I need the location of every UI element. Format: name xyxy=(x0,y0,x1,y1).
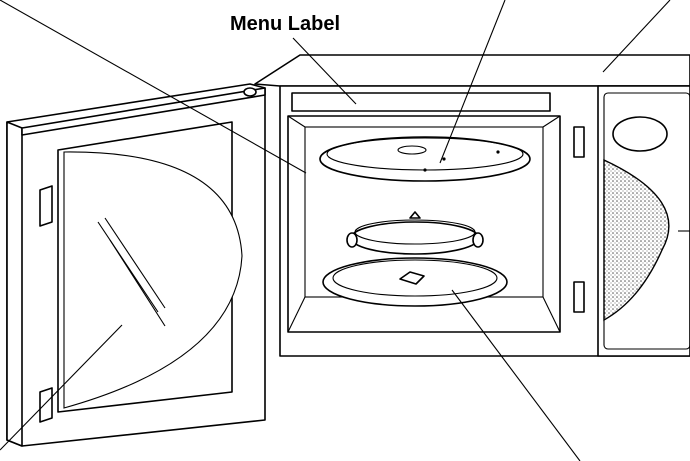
door-window-curve xyxy=(63,151,243,409)
menu-label-strip xyxy=(291,92,551,112)
control-pad-area xyxy=(603,158,670,322)
control-panel xyxy=(597,85,690,357)
door-hinge xyxy=(243,87,257,97)
door-latch-upper xyxy=(39,185,53,227)
menu-label-text: Menu Label xyxy=(230,13,340,35)
glass-tray-upper xyxy=(319,136,531,182)
glass-tray-lower xyxy=(322,257,508,307)
display-window xyxy=(612,116,668,152)
roller-ring xyxy=(346,211,484,255)
cabinet-top xyxy=(254,54,690,87)
latch-slot-upper xyxy=(573,126,585,158)
door-latch-lower xyxy=(39,387,53,423)
latch-slot-lower xyxy=(573,281,585,313)
oven-door xyxy=(6,83,266,447)
